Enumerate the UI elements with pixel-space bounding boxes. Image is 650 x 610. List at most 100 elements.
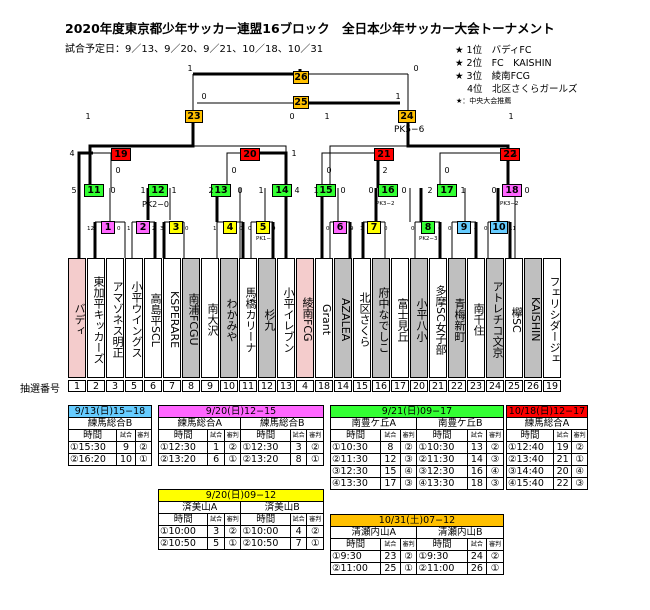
match-16: 16 xyxy=(378,184,398,197)
r2-18-left: 0 xyxy=(491,186,497,195)
match-11: 11 xyxy=(84,184,104,197)
lot-number: 11 xyxy=(239,380,257,392)
hdr-game: 試合 xyxy=(466,538,488,551)
match-25: 25 xyxy=(293,96,309,109)
lot-label: 抽選番号 xyxy=(20,384,60,395)
r1-1-right: 0 xyxy=(117,226,121,232)
rank-1: ★ 1位 バディFC xyxy=(455,45,532,56)
team-cell: 青梅新町 xyxy=(448,258,466,378)
sched-date: 10/18(日)12−17 xyxy=(506,405,588,418)
r2-18-right: 0 xyxy=(524,186,530,195)
sched-venue: 南豊ケ丘B xyxy=(416,417,504,430)
sched-game: 25 xyxy=(380,562,401,575)
team-cell: バディ xyxy=(68,258,86,378)
sched-game: 26 xyxy=(466,562,488,575)
sched-ref: ② xyxy=(134,441,153,454)
hdr-game: 試合 xyxy=(207,513,225,526)
sched-venue: 清瀬内山B xyxy=(416,526,504,539)
sched-game: 8 xyxy=(289,453,308,466)
r1-6-left: 0 xyxy=(326,226,330,232)
sched-time: ②11:30 xyxy=(329,453,382,466)
sched-game: 19 xyxy=(553,441,573,454)
sf2-score-left: 1 xyxy=(324,112,330,121)
match-4: 4 xyxy=(223,221,237,234)
sched-game: 23 xyxy=(380,550,401,563)
team-cell: 欅SC xyxy=(505,258,523,378)
sched-game: 17 xyxy=(380,477,401,490)
sched-venue: 練馬総合A xyxy=(506,417,588,430)
hdr-ref: 審判 xyxy=(306,429,324,442)
sched-time: ③14:40 xyxy=(505,465,555,478)
qf3-score-left: 0 xyxy=(326,166,332,175)
sched-ref: ① xyxy=(223,537,242,550)
sched-ref: ③ xyxy=(571,477,588,490)
qf2-score-right: 1 xyxy=(291,149,297,158)
r1-4-left: 1 xyxy=(213,226,217,232)
hdr-game: 試合 xyxy=(116,429,136,442)
r2-14-left: 1 xyxy=(258,186,264,195)
sched-time: ③12:30 xyxy=(416,465,468,478)
sched-ref: ① xyxy=(306,453,324,466)
sched-date: 9/20(日)12−15 xyxy=(158,405,324,418)
hdr-game: 試合 xyxy=(289,429,308,442)
lot-number: 9 xyxy=(201,380,219,392)
team-cell: 南浦FCGU xyxy=(182,258,200,378)
sched-ref: ② xyxy=(306,441,324,454)
match-7: 7 xyxy=(367,221,381,234)
hdr-ref: 審判 xyxy=(223,429,242,442)
hdr-time: 時間 xyxy=(416,429,468,442)
sched-time: ②13:40 xyxy=(505,453,555,466)
hdr-ref: 審判 xyxy=(486,538,504,551)
match-9: 9 xyxy=(457,221,471,234)
sched-time: ①9:30 xyxy=(416,550,468,563)
sched-ref: ② xyxy=(486,550,504,563)
sched-ref: ④ xyxy=(486,465,504,478)
sched-game: 12 xyxy=(380,453,401,466)
hdr-time: 時間 xyxy=(240,429,291,442)
team-cell: Grant xyxy=(315,258,333,378)
sched-game: 3 xyxy=(207,525,225,538)
third-score-left: 0 xyxy=(201,92,207,101)
hdr-ref: 審判 xyxy=(486,429,504,442)
match-24: 24 xyxy=(398,110,416,123)
sched-game: 18 xyxy=(466,477,488,490)
r1-9-right: 4 xyxy=(474,226,478,232)
sched-time: ④13:30 xyxy=(416,477,468,490)
sched-ref: ① xyxy=(134,453,153,466)
r1-3-left: 3 xyxy=(160,226,164,232)
lot-number: 24 xyxy=(486,380,504,392)
lot-number: 21 xyxy=(429,380,447,392)
sched-ref: ② xyxy=(571,441,588,454)
match-23: 23 xyxy=(185,110,203,123)
hdr-time: 時間 xyxy=(416,538,468,551)
r1-5-left: 0 xyxy=(248,226,252,232)
hdr-game: 試合 xyxy=(466,429,488,442)
hdr-ref: 審判 xyxy=(223,513,242,526)
sched-ref: ① xyxy=(223,453,242,466)
lot-number: 18 xyxy=(315,380,333,392)
r2-11-right: 0 xyxy=(110,186,116,195)
sched-time: ④15:40 xyxy=(505,477,555,490)
hdr-ref: 審判 xyxy=(134,429,153,442)
sched-time: ①12:40 xyxy=(505,441,555,454)
sched-time: ①12:30 xyxy=(240,441,291,454)
hdr-game: 試合 xyxy=(289,513,308,526)
r1-8-right: 0 xyxy=(438,226,442,232)
sched-time: ②13:20 xyxy=(240,453,291,466)
match-10: 10 xyxy=(490,221,508,234)
sched-ref: ③ xyxy=(486,453,504,466)
r1-5-pk: PK1−3 xyxy=(256,236,275,242)
sched-game: 1 xyxy=(207,441,225,454)
sched-time: ②13:20 xyxy=(157,453,209,466)
sched-time: ①15:30 xyxy=(67,441,118,454)
team-cell: 南千住 xyxy=(467,258,485,378)
qf2-score-left: 0 xyxy=(231,166,237,175)
sched-ref: ① xyxy=(486,562,504,575)
sched-time: ②16:20 xyxy=(67,453,118,466)
lot-number: 6 xyxy=(144,380,162,392)
team-cell: 北区さくら xyxy=(353,258,371,378)
r1-7-right: 0 xyxy=(384,226,388,232)
